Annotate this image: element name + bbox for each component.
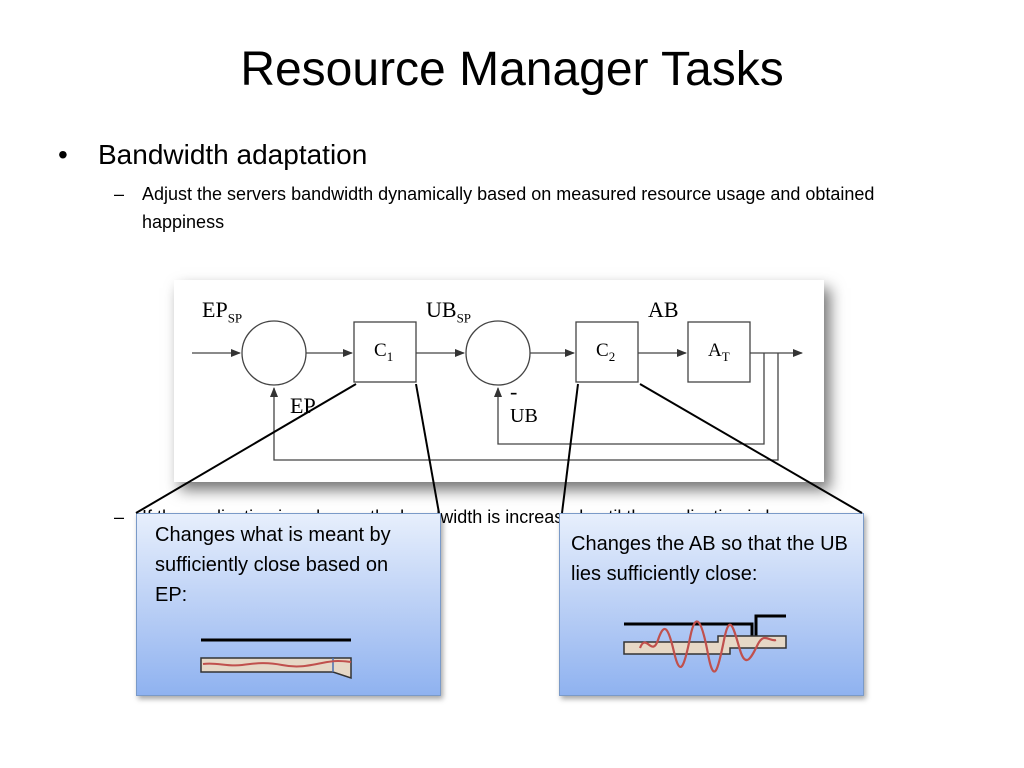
block-at	[687, 321, 751, 383]
ep-band-plot	[200, 638, 352, 680]
diagram-lines	[192, 320, 803, 461]
label-ab: AB	[648, 297, 679, 322]
callout-c2: Changes the AB so that the UB lies suffi…	[559, 513, 864, 696]
callout-c1: Changes what is meant by sufficiently cl…	[136, 513, 441, 696]
bullet-marker: •	[58, 139, 68, 170]
ub-signal-line	[638, 620, 777, 673]
label-ub: UB	[510, 405, 538, 427]
ep-signal-line	[202, 660, 352, 668]
ub-tolerance-band	[623, 635, 787, 655]
label-minus: -	[510, 379, 518, 404]
ep-feedback-path	[270, 353, 779, 461]
sub-item-text: Adjust the servers bandwidth dynamically…	[142, 184, 875, 232]
connector-c2-right	[639, 383, 863, 514]
label-ub-sp: UBSP	[426, 297, 472, 326]
label-ep: EP	[290, 393, 316, 418]
block-at-label: AT	[708, 340, 730, 364]
sub-item-marker: –	[114, 184, 125, 204]
label-ep-sp: EPSP	[202, 297, 243, 326]
block-c2-label: C2	[596, 340, 616, 364]
block-c1-label: C1	[374, 340, 394, 364]
slide-title: Resource Manager Tasks	[240, 43, 784, 96]
connector-c1-left	[135, 383, 357, 514]
block-c2	[575, 321, 639, 383]
ep-tolerance-band	[200, 657, 352, 680]
sub-item-marker: –	[114, 507, 125, 527]
connector-c2-left	[561, 383, 579, 514]
bullet-text: Bandwidth adaptation	[98, 139, 368, 170]
ub-band-plot	[623, 614, 787, 673]
callout-c2-text: Changes the AB so that the UB lies suffi…	[571, 533, 848, 585]
block-c1	[353, 321, 417, 383]
connector-c1-right	[415, 383, 440, 514]
control-loop-diagram: EPSP UBSP AB EP - UB C1 C2 AT	[174, 280, 824, 482]
callout-c1-text: Changes what is meant by sufficiently cl…	[155, 524, 391, 606]
ub-feedback-path	[494, 353, 765, 445]
